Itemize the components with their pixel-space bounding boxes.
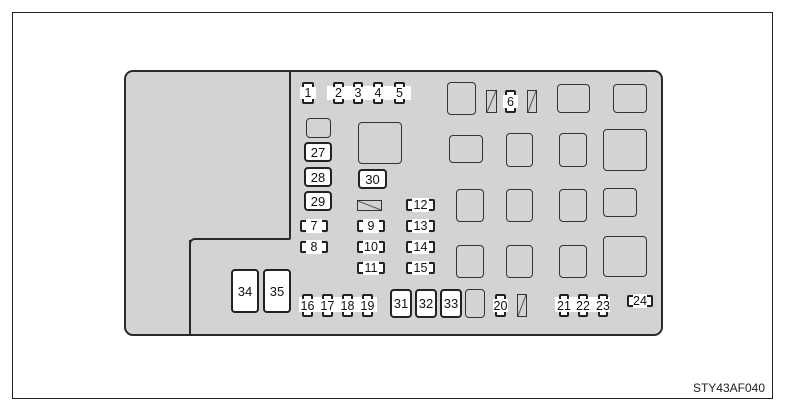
fuse-16[interactable]: 16 [300, 294, 315, 317]
relay[interactable] [603, 188, 637, 217]
fuse-label: 20 [493, 298, 508, 313]
fuse-4[interactable]: 4 [371, 82, 385, 104]
fuse-6[interactable]: 6 [503, 90, 518, 113]
fuse-label: 17 [320, 298, 335, 313]
relay-blank[interactable] [465, 289, 485, 318]
cover-divider-vertical [289, 70, 291, 238]
relay-small[interactable] [306, 118, 331, 138]
fuse-label: 2 [331, 86, 346, 100]
fuse-label: 12 [412, 198, 429, 212]
label-band [327, 86, 411, 100]
fuse-18[interactable]: 18 [340, 294, 355, 317]
cover-divider-horizontal [195, 238, 291, 240]
figure-frame [12, 12, 773, 399]
fuse-label: 8 [306, 240, 322, 254]
relay[interactable] [559, 189, 587, 222]
diode [357, 200, 382, 211]
fuse-label: 5 [392, 86, 407, 100]
fuse-34[interactable]: 34 [231, 269, 259, 313]
fuse-22[interactable]: 22 [576, 294, 590, 317]
relay[interactable] [603, 129, 647, 171]
fuse-15[interactable]: 15 [406, 261, 435, 275]
fuse-14[interactable]: 14 [406, 240, 435, 254]
fuse-5[interactable]: 5 [392, 82, 407, 104]
fuse-label: 24 [633, 294, 647, 308]
fuse-11[interactable]: 11 [357, 261, 385, 275]
fuse-27[interactable]: 27 [304, 142, 332, 162]
fuse-label: 9 [363, 219, 379, 233]
fuse-label: 16 [300, 298, 315, 313]
relay[interactable] [449, 135, 483, 163]
fuse-31[interactable]: 31 [390, 289, 412, 318]
fuse-7[interactable]: 7 [300, 219, 328, 233]
fuse-label: 18 [340, 298, 355, 313]
fuse-24[interactable]: 24 [627, 294, 653, 308]
diode [517, 294, 527, 317]
fuse-label: 15 [412, 261, 429, 275]
relay[interactable] [447, 82, 476, 115]
fuse-33[interactable]: 33 [440, 289, 462, 318]
cover-corner [189, 238, 199, 248]
relay[interactable] [506, 245, 533, 278]
fuse-8[interactable]: 8 [300, 240, 328, 254]
relay[interactable] [506, 133, 533, 167]
fuse-label: 19 [360, 298, 375, 313]
relay[interactable] [506, 189, 533, 222]
relay[interactable] [613, 84, 647, 113]
fuse-label: 4 [371, 86, 385, 100]
relay[interactable] [603, 236, 647, 277]
relay[interactable] [559, 133, 587, 167]
relay[interactable] [456, 189, 484, 222]
fuse-label: 3 [351, 86, 365, 100]
fuse-35[interactable]: 35 [263, 269, 291, 313]
fuse-3[interactable]: 3 [351, 82, 365, 104]
fuse-21[interactable]: 21 [557, 294, 571, 317]
fuse-label: 10 [363, 240, 379, 254]
fuse-label: 1 [300, 86, 316, 100]
fuse-label: 13 [412, 219, 429, 233]
fuse-label: 7 [306, 219, 322, 233]
fuse-20[interactable]: 20 [493, 294, 508, 317]
fuse-label: 11 [363, 261, 379, 275]
relay[interactable] [557, 84, 590, 113]
fuse-10[interactable]: 10 [357, 240, 385, 254]
figure-code: STY43AF040 [692, 381, 765, 395]
fuse-label: 6 [503, 95, 518, 109]
fuse-13[interactable]: 13 [406, 219, 435, 233]
fuse-19[interactable]: 19 [360, 294, 375, 317]
fuse-label: 14 [412, 240, 429, 254]
relay-large[interactable] [358, 122, 402, 164]
diode [486, 90, 497, 113]
relay[interactable] [559, 245, 587, 278]
fuse-23[interactable]: 23 [596, 294, 610, 317]
relay[interactable] [456, 245, 484, 278]
fuse-label: 22 [576, 298, 590, 313]
label-band [299, 297, 377, 312]
fuse-1[interactable]: 1 [300, 82, 316, 104]
fuse-29[interactable]: 29 [304, 191, 332, 211]
fuse-12[interactable]: 12 [406, 198, 435, 212]
fuse-17[interactable]: 17 [320, 294, 335, 317]
diode [527, 90, 537, 113]
fuse-32[interactable]: 32 [415, 289, 437, 318]
fuse-30[interactable]: 30 [358, 169, 387, 189]
cover-divider-lower [189, 240, 191, 335]
fuse-9[interactable]: 9 [357, 219, 385, 233]
fuse-label: 23 [596, 298, 610, 313]
fuse-28[interactable]: 28 [304, 167, 332, 187]
fuse-label: 21 [557, 298, 571, 313]
fuse-2[interactable]: 2 [331, 82, 346, 104]
